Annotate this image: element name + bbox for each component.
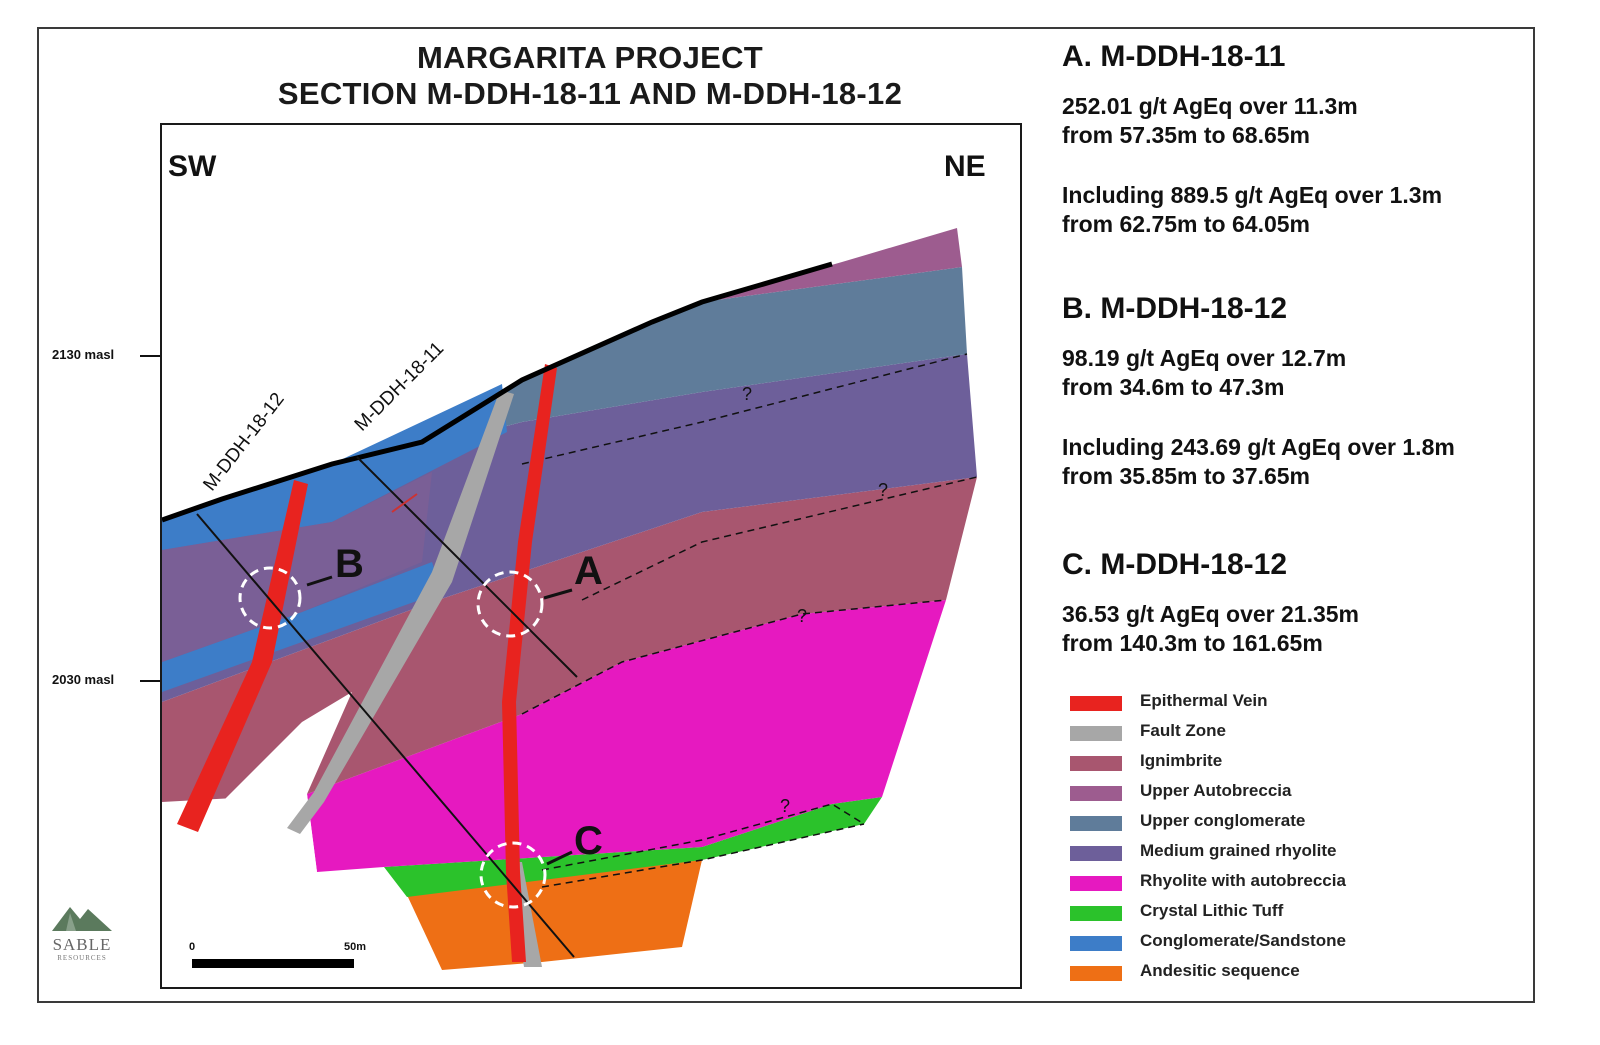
arrow-c <box>546 850 573 866</box>
uncertain-mark-2: ? <box>878 480 888 500</box>
elevation-tick-2130 <box>140 355 160 357</box>
result-a-line-4: from 62.75m to 64.05m <box>1062 211 1311 237</box>
uncertain-mark-4: ? <box>780 796 790 816</box>
legend-swatch <box>1070 696 1122 711</box>
legend-swatch <box>1070 876 1122 891</box>
legend-swatch <box>1070 756 1122 771</box>
result-b-line-1: 98.19 g/t AgEq over 12.7m <box>1062 345 1347 371</box>
marker-label-c: C <box>574 819 603 863</box>
result-a: A. M-DDH-18-11 252.01 g/t AgEq over 11.3… <box>1062 40 1442 239</box>
elevation-tick-2030 <box>140 680 160 682</box>
arrow-b <box>306 575 333 587</box>
contact-dashed-3 <box>521 599 947 715</box>
result-c-line-1: 36.53 g/t AgEq over 21.35m <box>1062 601 1360 627</box>
sable-logo: SABLE RESOURCES <box>46 903 118 975</box>
drillhole-marker-1 <box>391 493 418 513</box>
result-a-line-1: 252.01 g/t AgEq over 11.3m <box>1062 93 1358 119</box>
epithermal-vein-a <box>502 364 557 962</box>
contact-dashed-2 <box>581 476 978 601</box>
marker-label-b: B <box>335 542 364 586</box>
logo-word: SABLE <box>52 935 112 954</box>
legend-swatch <box>1070 786 1122 801</box>
title-line-2: SECTION M-DDH-18-11 AND M-DDH-18-12 <box>277 76 903 111</box>
legend-label: Rhyolite with autobreccia <box>1140 871 1346 890</box>
result-a-line-2: from 57.35m to 68.65m <box>1062 122 1311 148</box>
mountain-logo-icon <box>52 907 112 931</box>
conglomerate-sandstone-lower <box>162 562 442 692</box>
upper-conglomerate-unit <box>162 267 967 547</box>
result-b-heading: B. M-DDH-18-12 <box>1062 292 1288 325</box>
uncertain-mark-1: ? <box>742 384 752 404</box>
legend-swatch <box>1070 936 1122 951</box>
direction-sw: SW <box>168 150 217 183</box>
scale-label-end: 50m <box>344 941 366 953</box>
legend-label: Upper Autobreccia <box>1140 781 1292 800</box>
contact-dashed-1 <box>521 353 968 465</box>
figure-title: MARGARITA PROJECT SECTION M-DDH-18-11 AN… <box>160 40 1020 112</box>
conglomerate-sandstone-unit <box>162 384 507 550</box>
epithermal-vein-b <box>177 480 308 832</box>
drillhole-label-12: M-DDH-18-12 <box>199 389 288 495</box>
drillhole-trace-11 <box>356 456 578 678</box>
drillhole-trace-12 <box>196 513 575 958</box>
intercept-circle-b <box>238 566 302 630</box>
arrow-a <box>543 588 573 600</box>
upper-autobreccia-unit <box>522 228 962 382</box>
cross-section-svg: B A C M-DDH-18-12 M-DDH-18-11 ? ? ? ? 0 … <box>162 228 978 970</box>
intercept-circle-c <box>479 841 547 909</box>
blank-wedge <box>202 692 352 872</box>
result-b-line-2: from 34.6m to 47.3m <box>1062 374 1285 400</box>
legend-label: Conglomerate/Sandstone <box>1140 931 1346 950</box>
elevation-label-2130: 2130 masl <box>52 347 115 362</box>
legend-label: Medium grained rhyolite <box>1140 841 1337 860</box>
scale-label-start: 0 <box>189 941 195 953</box>
title-line-1: MARGARITA PROJECT <box>416 40 764 75</box>
result-b-line-3: Including 243.69 g/t AgEq over 1.8m <box>1062 434 1455 460</box>
legend-swatch <box>1070 906 1122 921</box>
result-c-line-2: from 140.3m to 161.65m <box>1062 630 1323 656</box>
legend-label: Upper conglomerate <box>1140 811 1306 830</box>
autobreccia-left <box>162 472 432 662</box>
contact-dashed-4 <box>541 803 865 871</box>
legend-swatch <box>1070 966 1122 981</box>
uncertain-mark-3: ? <box>797 606 807 626</box>
result-c: C. M-DDH-18-12 36.53 g/t AgEq over 21.35… <box>1062 548 1359 658</box>
legend-label: Fault Zone <box>1140 721 1226 740</box>
elevation-label-2030: 2030 masl <box>52 672 115 687</box>
result-a-line-3: Including 889.5 g/t AgEq over 1.3m <box>1062 182 1443 208</box>
logo-subtitle: RESOURCES <box>57 954 107 962</box>
scale-bar <box>192 959 354 968</box>
cross-section-panel: B A C M-DDH-18-12 M-DDH-18-11 ? ? ? ? 0 … <box>160 123 1022 989</box>
result-b: B. M-DDH-18-12 98.19 g/t AgEq over 12.7m… <box>1062 292 1455 491</box>
rhyolite-autobreccia-unit <box>307 600 946 872</box>
result-b-line-4: from 35.85m to 37.65m <box>1062 463 1311 489</box>
contact-dashed-5 <box>541 823 865 888</box>
legend-label: Andesitic sequence <box>1140 961 1300 980</box>
result-a-heading: A. M-DDH-18-11 <box>1062 40 1286 73</box>
legend-label: Epithermal Vein <box>1140 691 1268 710</box>
legend-label: Ignimbrite <box>1140 751 1223 770</box>
marker-label-a: A <box>574 549 603 593</box>
legend-swatch <box>1070 726 1122 741</box>
intercept-circle-a <box>476 570 544 638</box>
fault-zone <box>287 390 514 834</box>
legend-label: Crystal Lithic Tuff <box>1140 901 1284 920</box>
direction-ne: NE <box>944 150 986 183</box>
legend-swatch <box>1070 846 1122 861</box>
legend-swatch <box>1070 816 1122 831</box>
topography-line <box>162 261 833 523</box>
result-c-heading: C. M-DDH-18-12 <box>1062 548 1288 581</box>
